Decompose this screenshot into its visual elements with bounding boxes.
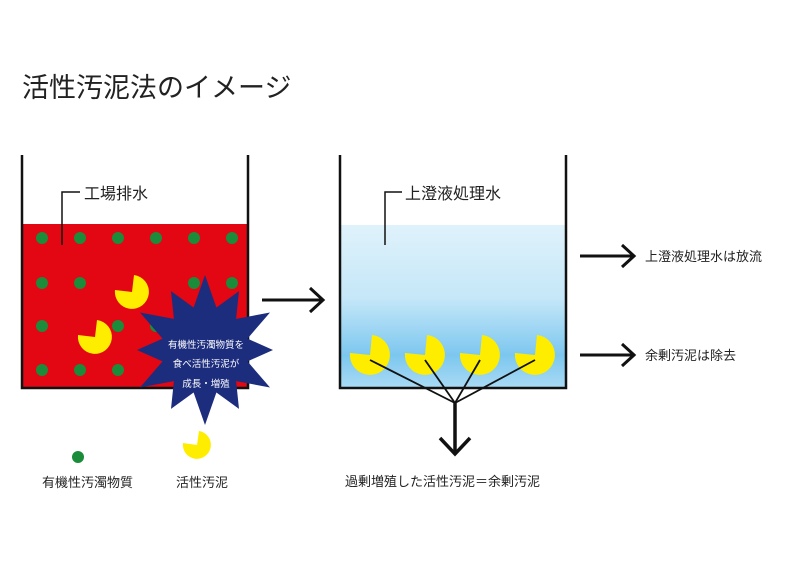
organic-matter-dot [36, 364, 48, 376]
removal-arrow [580, 342, 637, 368]
collection-lines [369, 359, 536, 457]
discharge-arrow [580, 243, 637, 269]
activated-sludge-pacman [459, 335, 500, 375]
growth-star: 有機性汚濁物質を 食べ活性汚泥が 成長・増殖 [137, 275, 273, 425]
star-line-3: 成長・増殖 [182, 378, 230, 390]
left-tank-label: 工場排水 [84, 184, 148, 203]
tank-walls [338, 155, 568, 390]
star-line-2: 食べ活性汚泥が [173, 358, 240, 370]
removal-label: 余剰汚泥は除去 [645, 348, 736, 364]
tank-walls [20, 155, 250, 390]
organic-matter-dot [150, 232, 162, 244]
excess-sludge-label: 過剰増殖した活性汚泥＝余剰汚泥 [345, 474, 540, 490]
star-burst [137, 275, 273, 425]
legend-sludge-icon [182, 431, 211, 459]
right-tank: 上澄液処理水 [338, 155, 568, 457]
activated-sludge-pacman [182, 431, 211, 459]
legend-organic-label: 有機性汚濁物質 [42, 475, 133, 491]
star-line-1: 有機性汚濁物質を [168, 339, 244, 351]
activated-sludge-pacman [114, 275, 149, 309]
organic-matter-dot [74, 364, 86, 376]
organic-matter-dot [74, 232, 86, 244]
legend-organic-dot [72, 451, 84, 463]
organic-matter-dot [226, 232, 238, 244]
activated-sludge-pacman [77, 320, 112, 354]
activated-sludge-pacman [404, 335, 445, 375]
flow-arrow [262, 286, 326, 314]
organic-matter-dot [112, 232, 124, 244]
right-tank-label: 上澄液処理水 [405, 184, 501, 203]
organic-matter-dot [188, 277, 200, 289]
organic-matter-dot [36, 232, 48, 244]
left-sludge-group [77, 275, 149, 354]
organic-matter-dot [36, 277, 48, 289]
organic-matter-dot [36, 320, 48, 332]
legend-sludge-label: 活性汚泥 [176, 476, 228, 491]
organic-matter-dots [36, 232, 238, 376]
organic-matter-dot [112, 364, 124, 376]
leader-line [61, 191, 80, 245]
page-title: 活性汚泥法のイメージ [22, 73, 291, 104]
organic-matter-dot [112, 320, 124, 332]
organic-matter-dot [226, 277, 238, 289]
organic-matter-dot [74, 277, 86, 289]
discharge-label: 上澄液処理水は放流 [645, 250, 762, 265]
organic-matter-dot [188, 232, 200, 244]
leader-line [384, 191, 402, 245]
